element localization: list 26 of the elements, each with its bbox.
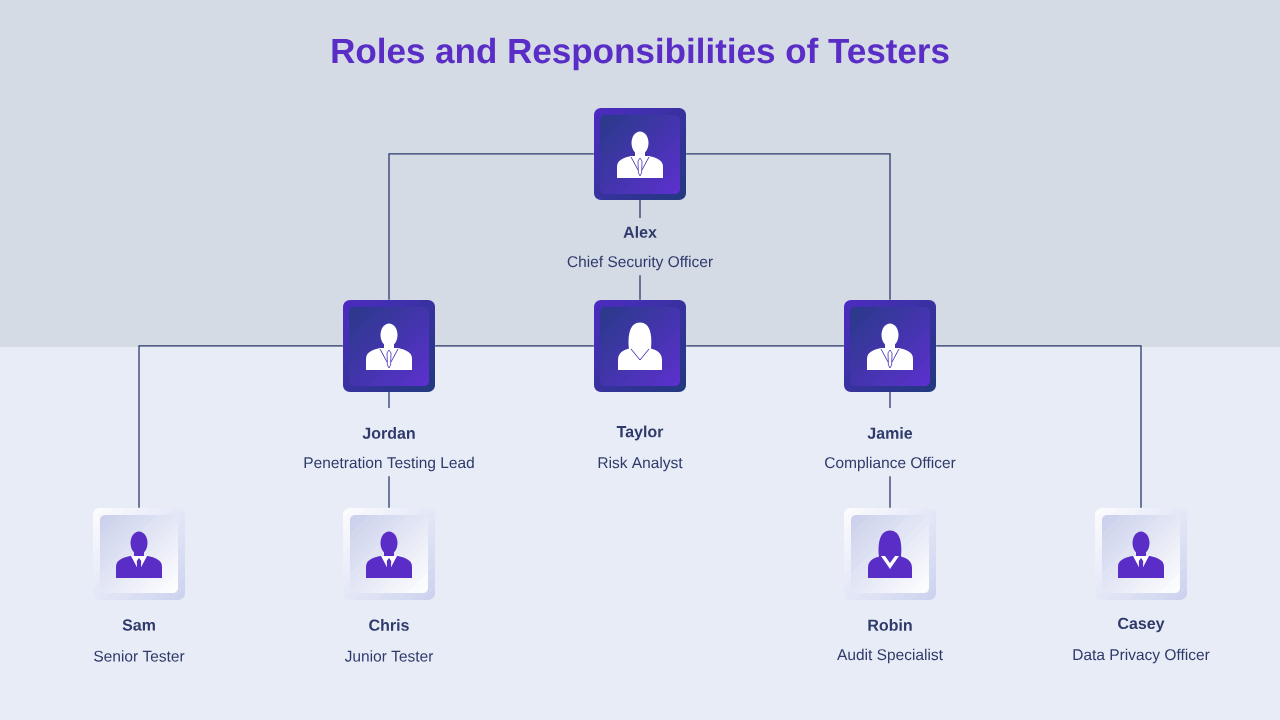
person-name: Casey [1118, 617, 1165, 633]
person-name: Robin [868, 619, 912, 631]
connector-line [935, 345, 1142, 509]
job-title: Data Privacy Officer [1073, 648, 1210, 664]
person-name: Alex [623, 226, 657, 238]
job-title: Junior Tester [344, 650, 434, 662]
job-title: Compliance Officer [825, 456, 956, 472]
connector-line [434, 345, 595, 347]
person-name: Chris [369, 619, 409, 631]
job-title: Penetration Testing Lead [304, 456, 474, 472]
job-title: Chief Security Officer [567, 255, 713, 271]
person-name: Jamie [867, 427, 913, 439]
connector-line [685, 345, 845, 347]
connector-line [388, 153, 595, 301]
person-name: Sam [122, 619, 155, 631]
person-name: Jordan [362, 427, 415, 439]
connector-line [138, 345, 344, 509]
job-title: Senior Tester [94, 650, 185, 662]
job-title: Audit Specialist [837, 648, 943, 664]
connector-line [388, 475, 390, 509]
title: Roles and Responsibilities of Testers [332, 37, 949, 71]
person-name: Taylor [616, 425, 664, 441]
connector-line [889, 475, 891, 509]
connector-line [639, 274, 641, 301]
job-title: Risk Analyst [598, 456, 683, 472]
connector-line [685, 153, 891, 301]
